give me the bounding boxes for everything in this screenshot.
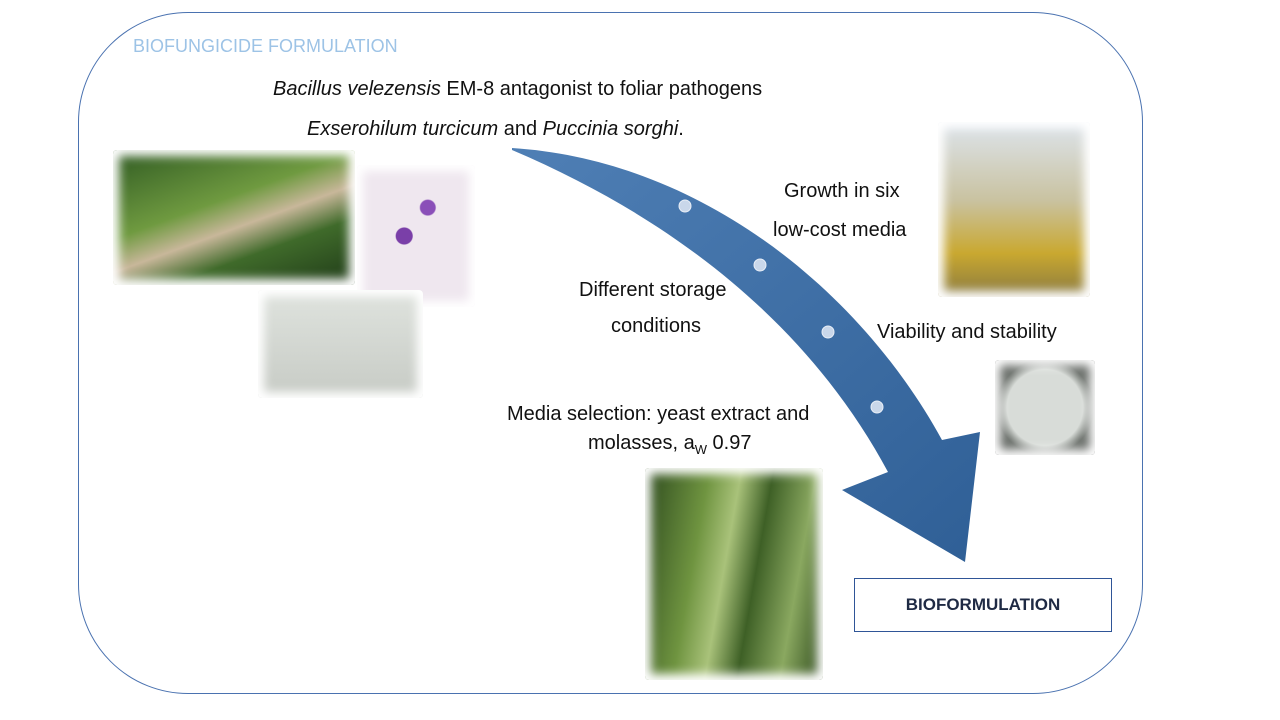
intro-and: and (498, 118, 543, 140)
intro-line-2: Exserohilum turcicum and Puccinia sorghi… (307, 118, 684, 141)
diagram-frame (78, 12, 1143, 694)
species-name: Bacillus velezensis (273, 78, 441, 100)
petri-dishes-image (258, 290, 423, 398)
viability-label: Viability and stability (877, 321, 1057, 343)
water-activity-value: 0.97 (707, 432, 752, 454)
diagram-title: BIOFUNGICIDE FORMULATION (133, 36, 398, 56)
maize-field-image (645, 468, 823, 680)
intro-line-1: Bacillus velezensis EM-8 antagonist to f… (273, 78, 762, 101)
step-dot (870, 400, 884, 414)
water-activity-subscript: W (694, 442, 707, 457)
intro-end: . (678, 118, 684, 140)
pathogen-1: Exserohilum turcicum (307, 118, 499, 140)
step-dot (678, 199, 692, 213)
storage-label-1: Different storage (579, 279, 727, 301)
spores-image (357, 165, 475, 307)
pathogen-2: Puccinia sorghi (542, 118, 679, 140)
step-dot (753, 258, 767, 272)
media-text: molasses, a (588, 432, 695, 454)
colonies-plate-image (995, 360, 1095, 455)
media-label-2: molasses, aW 0.97 (588, 432, 751, 457)
flasks-image (938, 122, 1090, 297)
storage-label-2: conditions (611, 315, 702, 337)
intro-text: EM-8 antagonist to foliar pathogens (440, 78, 763, 100)
step-dot (821, 325, 835, 339)
bioformulation-box: BIOFORMULATION (854, 578, 1112, 632)
growth-label-2: low-cost media (773, 219, 907, 241)
media-label-1: Media selection: yeast extract and (507, 403, 810, 425)
infected-leaf-image (113, 150, 355, 285)
growth-label-1: Growth in six (784, 180, 900, 202)
